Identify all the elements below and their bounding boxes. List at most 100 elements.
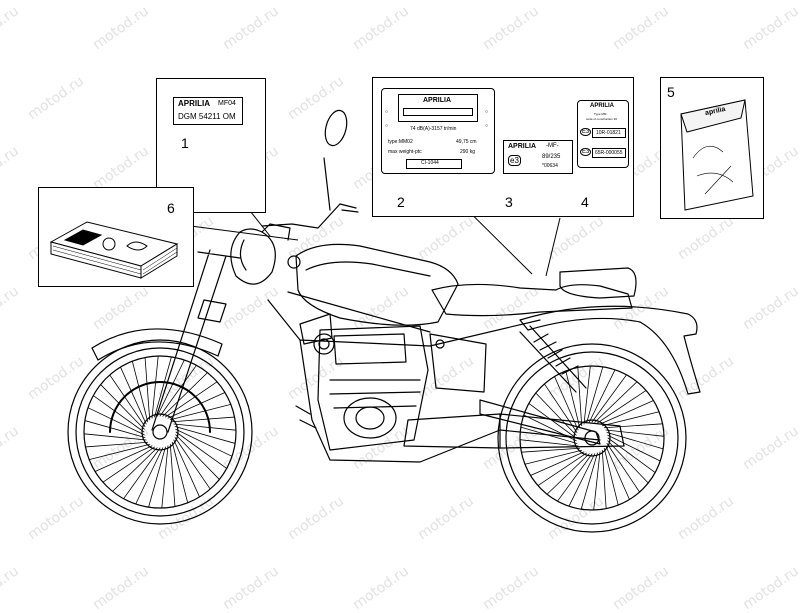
front-wheel: [67, 339, 253, 525]
plate4-mark2: E3: [580, 148, 592, 156]
wheel-spoke: [151, 355, 159, 419]
plate2-noise: 74 dB(A)-3157 tr/min: [410, 126, 457, 132]
plate2-type: type:MM02: [388, 139, 413, 145]
wheel-spoke: [591, 374, 627, 423]
wheel-spoke: [544, 383, 578, 433]
wheel-spoke: [594, 381, 638, 423]
wheel-spoke: [577, 367, 583, 427]
label-plate-2: APRILIA 74 dB(A)-3157 tr/min type:MM02 4…: [381, 88, 495, 174]
wheel-spoke: [521, 447, 581, 453]
plate2-rivet-ml: ○: [385, 123, 389, 129]
wheel-spoke: [535, 392, 577, 436]
wheel-spoke: [162, 372, 208, 417]
callout-number-5: 5: [667, 84, 675, 100]
wheel-spoke: [524, 449, 583, 465]
plate4-code1: 10R-01821: [596, 130, 621, 136]
callout-item-5: 5 aprilia: [660, 77, 764, 219]
wheel-spoke: [88, 443, 151, 461]
wheel-spoke: [175, 434, 220, 480]
wheel-spoke: [87, 407, 145, 436]
wheel-spoke: [599, 400, 654, 425]
wheel-spoke: [109, 374, 146, 427]
plate2-approval-box: CI-1044: [406, 159, 462, 169]
plate3-model: -MF-: [546, 143, 559, 149]
wheel-spoke: [174, 437, 211, 490]
plate4-mark1: E3: [580, 128, 592, 136]
engine: [313, 325, 487, 451]
plate3-brand: APRILIA: [508, 143, 536, 150]
label-plate-4: APRILIA Type MM code of construction 30 …: [577, 100, 629, 168]
plate2-weight: max weight-ptc: [388, 149, 422, 155]
plate2-brand: APRILIA: [423, 97, 451, 104]
wheel-spoke: [530, 451, 585, 476]
wheel-spoke: [173, 423, 237, 431]
wheel-spoke: [597, 390, 647, 424]
wheel-spoke: [94, 445, 153, 472]
front-fork: [151, 249, 241, 433]
plate2-header: APRILIA: [398, 94, 478, 122]
wheel-spoke: [588, 369, 616, 423]
wheel-spoke: [605, 445, 630, 500]
callout-number-4: 4: [581, 194, 589, 210]
wheel-spoke: [131, 360, 149, 423]
plate4-brand: APRILIA: [590, 103, 614, 109]
wheel-spoke: [606, 443, 640, 493]
wheel-spoke: [148, 446, 166, 508]
wheel-spoke: [102, 446, 155, 483]
label-plate-1: APRILIA MF04 DGM 54211 OM: [173, 97, 243, 125]
wheel-spoke: [175, 431, 228, 469]
plate2-rivet-tl: ○: [385, 109, 389, 115]
owners-manual-icon: [49, 221, 179, 279]
wheel-spoke: [123, 447, 161, 500]
plate4-code2: 65R-000055: [595, 150, 623, 156]
wheel-spoke: [601, 449, 607, 509]
plate2-approval: CI-1044: [421, 160, 439, 166]
wheel-spoke: [603, 423, 663, 429]
wheel-spoke: [593, 451, 601, 511]
callout-items-2-4: APRILIA 74 dB(A)-3157 tr/min type:MM02 4…: [372, 77, 634, 217]
plate2-blank-field: [403, 108, 473, 116]
wheel-spoke: [169, 443, 176, 507]
wheel-spoke: [605, 429, 665, 437]
wheel-spoke: [601, 411, 660, 427]
wheel-spoke: [85, 441, 149, 448]
callout-number-1: 1: [181, 135, 189, 151]
callout-number-2: 2: [397, 194, 405, 210]
wheel-spoke: [144, 357, 151, 421]
front-fender: [91, 328, 223, 361]
swingarm: [479, 399, 601, 445]
wheel-spoke: [565, 370, 581, 429]
plate2-rivet-mr: ○: [485, 123, 489, 129]
mirror-stem: [323, 157, 331, 211]
wheel-spoke: [84, 420, 146, 438]
wheel-spoke: [586, 366, 604, 424]
rear-fender: [519, 305, 701, 395]
plate4-code1-box: 10R-01821: [592, 128, 626, 138]
plate3-line2: *00634: [542, 163, 558, 169]
plate4-line2: code of construction 30: [586, 117, 618, 121]
plate2-rivet-tr: ○: [485, 109, 489, 115]
seat: [431, 283, 633, 317]
wheel-spoke: [607, 440, 649, 484]
plate2-type-value: 49,75 cm: [456, 139, 477, 145]
rear-wheel: [497, 343, 687, 533]
wheel-spoke: [83, 433, 147, 441]
wheel-spoke: [557, 453, 593, 502]
wheel-spoke: [92, 395, 145, 433]
plate3-mark: e3: [508, 155, 521, 166]
wheel-spoke: [519, 439, 579, 447]
mirror: [324, 109, 348, 147]
passenger-seat: [559, 267, 637, 299]
plate3-line1: 89/235: [542, 154, 561, 160]
wheel-spoke: [171, 441, 189, 504]
wheel-spoke: [112, 447, 158, 492]
plate1-code: DGM 54211 OM: [178, 112, 236, 121]
plate1-brand: APRILIA: [178, 99, 210, 108]
wheel-spoke: [174, 426, 236, 444]
wheel-spoke: [165, 381, 218, 418]
document-pouch-icon: [680, 99, 754, 211]
wheel-spoke: [120, 366, 147, 425]
wheel-spoke: [603, 447, 619, 506]
wheel-spoke: [607, 437, 656, 473]
